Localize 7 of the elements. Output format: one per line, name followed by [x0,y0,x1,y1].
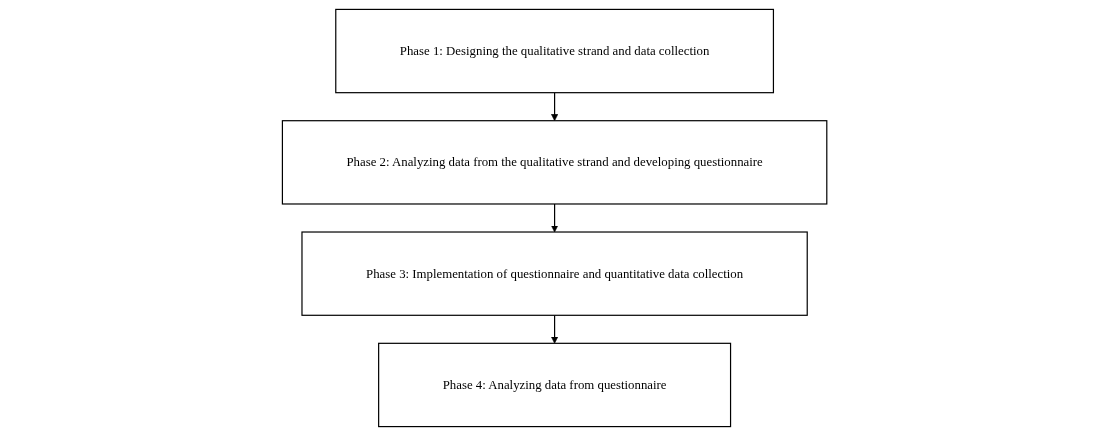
arrow [550,203,558,233]
node-box: Phase 3: Implementation of questionnaire and quantitative data collection [301,231,808,316]
node-box: Phase 4: Analyzing data from questionnaire [377,342,732,428]
node-box: Phase 2: Analyzing data from the qualitative strand and developing questionnaire [281,120,828,205]
arrow [550,92,558,122]
node-box: Phase 1: Designing the qualitative strand and data collection [335,8,774,94]
arrow [550,314,558,344]
